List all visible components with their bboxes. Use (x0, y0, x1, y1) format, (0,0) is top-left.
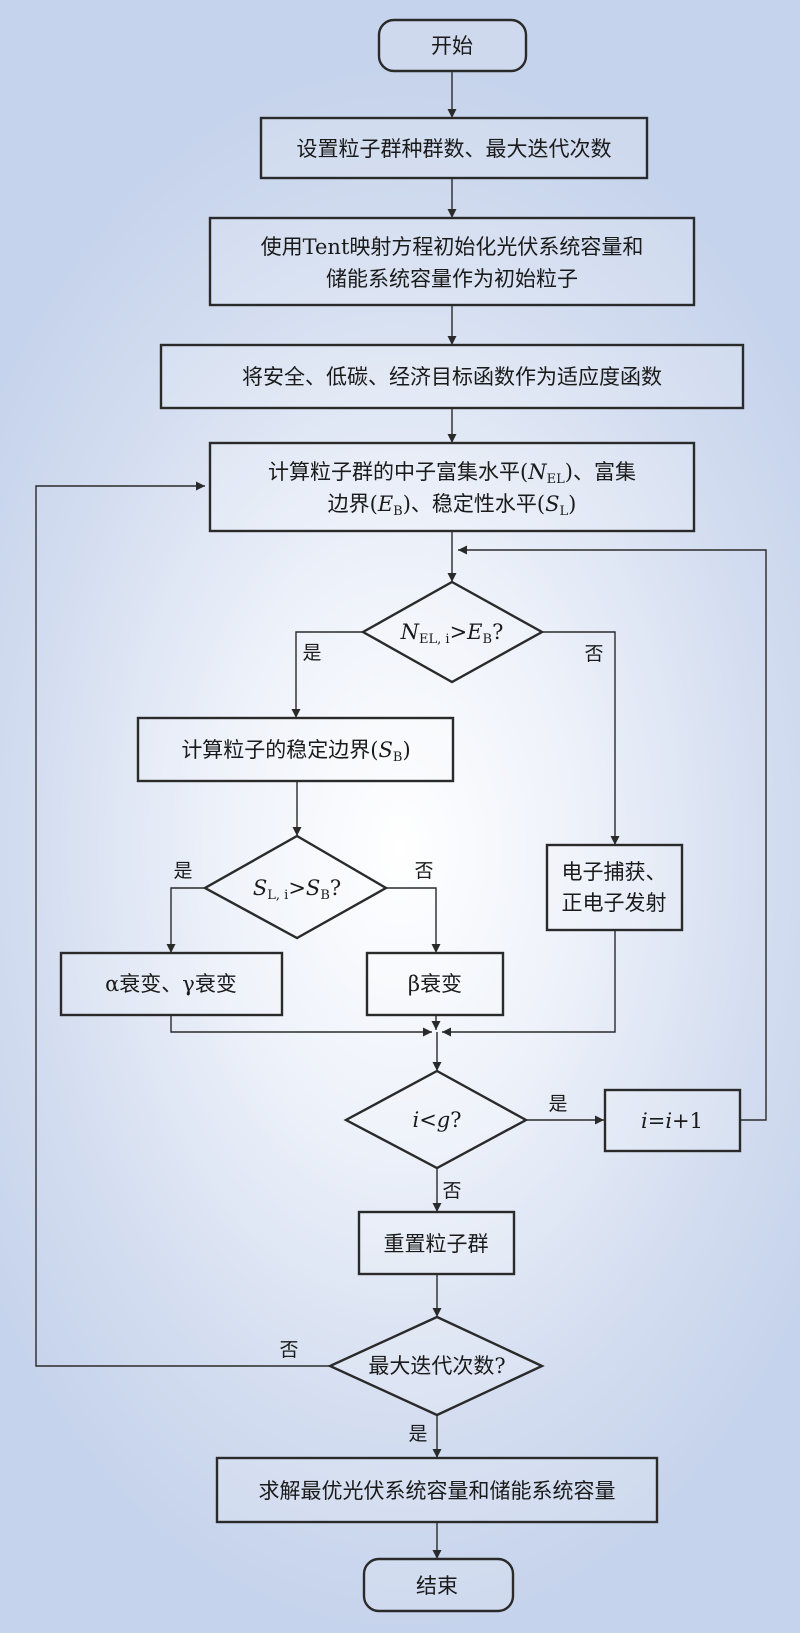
end-terminal (362, 1557, 515, 1613)
fitness-text: 将安全、低碳、经济目标函数作为适应度函数 (242, 365, 662, 389)
reset-text: 重置粒子群 (384, 1232, 489, 1256)
arrow-loop-back-to-dec1 (458, 545, 767, 1121)
increment-text: i=i+1 (641, 1109, 703, 1133)
decision-max-iterations-text: 最大迭代次数? (368, 1354, 505, 1378)
arrow-alphagamma-to-merge (170, 1015, 432, 1037)
decision-stability (202, 834, 389, 940)
label-dec2-no: 否 (414, 860, 433, 882)
init-text-line1: 使用Tent映射方程初始化光伏系统容量和 (261, 235, 644, 259)
start-terminal (377, 18, 528, 73)
alpha-gamma-text: α衰变、γ衰变 (105, 972, 237, 996)
init-text-line2: 储能系统容量作为初始粒子 (326, 267, 578, 291)
label-dec1-no: 否 (584, 643, 603, 665)
label-dec3-no: 否 (442, 1180, 461, 1202)
arrow-dec2-yes (166, 887, 205, 953)
compute-text-line1: 计算粒子群的中子富集水平(NEL)、富集 (268, 460, 636, 487)
end-text: 结束 (416, 1574, 458, 1598)
label-dec2-yes: 是 (173, 860, 192, 882)
electron-capture-box (545, 843, 684, 932)
decision-stability-text: SL, i>SB? (253, 876, 341, 903)
decision-iteration (343, 1069, 529, 1170)
set-params-text: 设置粒子群种群数、最大迭代次数 (297, 137, 612, 161)
decision-max-iterations (327, 1315, 545, 1417)
solve-text: 求解最优光伏系统容量和储能系统容量 (259, 1479, 616, 1503)
connectors (35, 71, 767, 1559)
label-dec4-no: 否 (279, 1339, 298, 1361)
stable-bound-box (136, 716, 455, 783)
arrow-dec1-yes (291, 631, 363, 718)
label-dec1-yes: 是 (302, 642, 321, 664)
set-params-box (259, 116, 649, 180)
label-dec3-yes: 是 (548, 1093, 567, 1115)
beta-box (365, 951, 505, 1017)
arrow-dec2-no (386, 887, 441, 953)
decision-enrichment-text: NEL, i>EB? (400, 620, 504, 647)
alpha-gamma-box (59, 951, 284, 1017)
stable-bound-text: 计算粒子的稳定边界(SB) (181, 738, 410, 765)
arrow-electron-to-merge (442, 930, 616, 1037)
fitness-box (159, 343, 745, 410)
electron-capture-text-line1: 电子捕获、 (562, 860, 667, 884)
beta-text: β衰变 (408, 972, 462, 996)
label-dec4-yes: 是 (408, 1423, 427, 1445)
electron-capture-text-line2: 正电子发射 (562, 891, 667, 915)
increment-box (603, 1088, 742, 1153)
solve-box (215, 1456, 659, 1524)
arrow-dec1-no (542, 631, 620, 845)
compute-text-line2: 边界(EB)、稳定性水平(SL) (328, 492, 577, 519)
arrow-dec4-no (35, 481, 330, 1367)
compute-box (208, 441, 696, 533)
init-box (208, 216, 696, 307)
decision-iteration-text: i<g? (412, 1108, 461, 1132)
reset-box (357, 1210, 516, 1276)
decision-enrichment (360, 580, 545, 684)
start-text: 开始 (431, 34, 473, 58)
